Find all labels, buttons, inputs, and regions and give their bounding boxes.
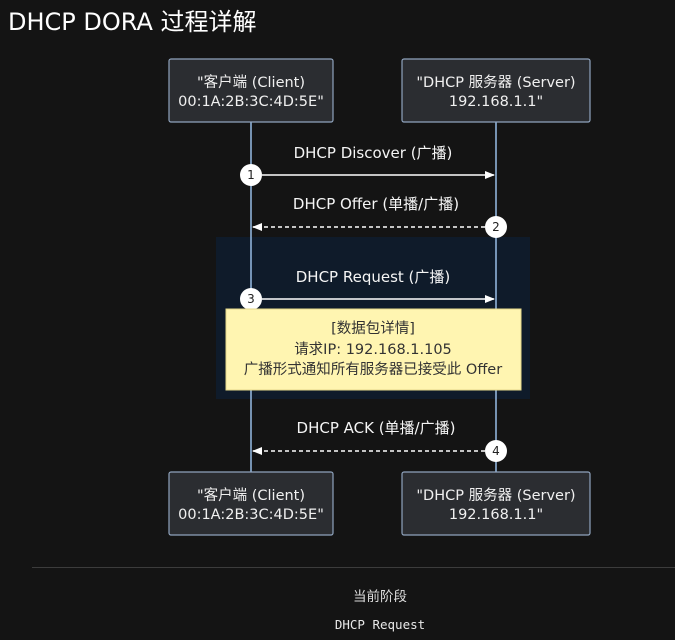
client-box-top[interactable]: "客户端 (Client) 00:1A:2B:3C:4D:5E" — [168, 58, 334, 123]
step-badge — [485, 440, 507, 462]
client-name: "客户端 (Client) — [197, 487, 305, 504]
note-description: 广播形式通知所有服务器已接受此 Offer — [244, 361, 502, 378]
server-name: "DHCP 服务器 (Server) — [416, 74, 575, 91]
step-number: 2 — [492, 220, 500, 234]
step-number: 4 — [492, 444, 500, 458]
message-discover[interactable]: DHCP Discover (广播) 1 — [240, 144, 495, 186]
server-box-bottom[interactable]: "DHCP 服务器 (Server) 192.168.1.1" — [401, 471, 591, 536]
message-label: DHCP Request (广播) — [296, 268, 451, 286]
message-label: DHCP Offer (单播/广播) — [293, 195, 459, 213]
section-divider — [32, 567, 675, 568]
note-heading: [数据包详情] — [331, 320, 415, 337]
message-label: DHCP Discover (广播) — [294, 144, 453, 162]
packet-detail-note: [数据包详情] 请求IP: 192.168.1.105 广播形式通知所有服务器已… — [225, 308, 522, 391]
step-badge — [240, 164, 262, 186]
server-ip: 192.168.1.1" — [449, 507, 543, 523]
message-label: DHCP ACK (单播/广播) — [297, 419, 456, 437]
note-requested-ip: 请求IP: 192.168.1.105 — [294, 341, 452, 358]
step-number: 3 — [247, 292, 255, 306]
step-number: 1 — [247, 168, 255, 182]
client-mac: 00:1A:2B:3C:4D:5E" — [178, 94, 324, 110]
client-box-bottom[interactable]: "客户端 (Client) 00:1A:2B:3C:4D:5E" — [168, 471, 334, 536]
client-mac: 00:1A:2B:3C:4D:5E" — [178, 507, 324, 523]
client-name: "客户端 (Client) — [197, 74, 305, 91]
server-ip: 192.168.1.1" — [449, 94, 543, 110]
current-phase-value: DHCP Request — [334, 617, 426, 632]
step-badge — [240, 288, 262, 310]
message-ack[interactable]: DHCP ACK (单播/广播) 4 — [252, 419, 507, 462]
sequence-diagram: "客户端 (Client) 00:1A:2B:3C:4D:5E" "DHCP 服… — [168, 58, 591, 536]
server-name: "DHCP 服务器 (Server) — [416, 487, 575, 504]
current-phase-label: 当前阶段 — [353, 589, 407, 605]
page-title: DHCP DORA 过程详解 — [8, 8, 257, 36]
message-offer[interactable]: DHCP Offer (单播/广播) 2 — [252, 195, 507, 238]
message-request[interactable]: DHCP Request (广播) 3 — [240, 268, 495, 310]
server-box-top[interactable]: "DHCP 服务器 (Server) 192.168.1.1" — [401, 58, 591, 123]
step-badge — [485, 216, 507, 238]
